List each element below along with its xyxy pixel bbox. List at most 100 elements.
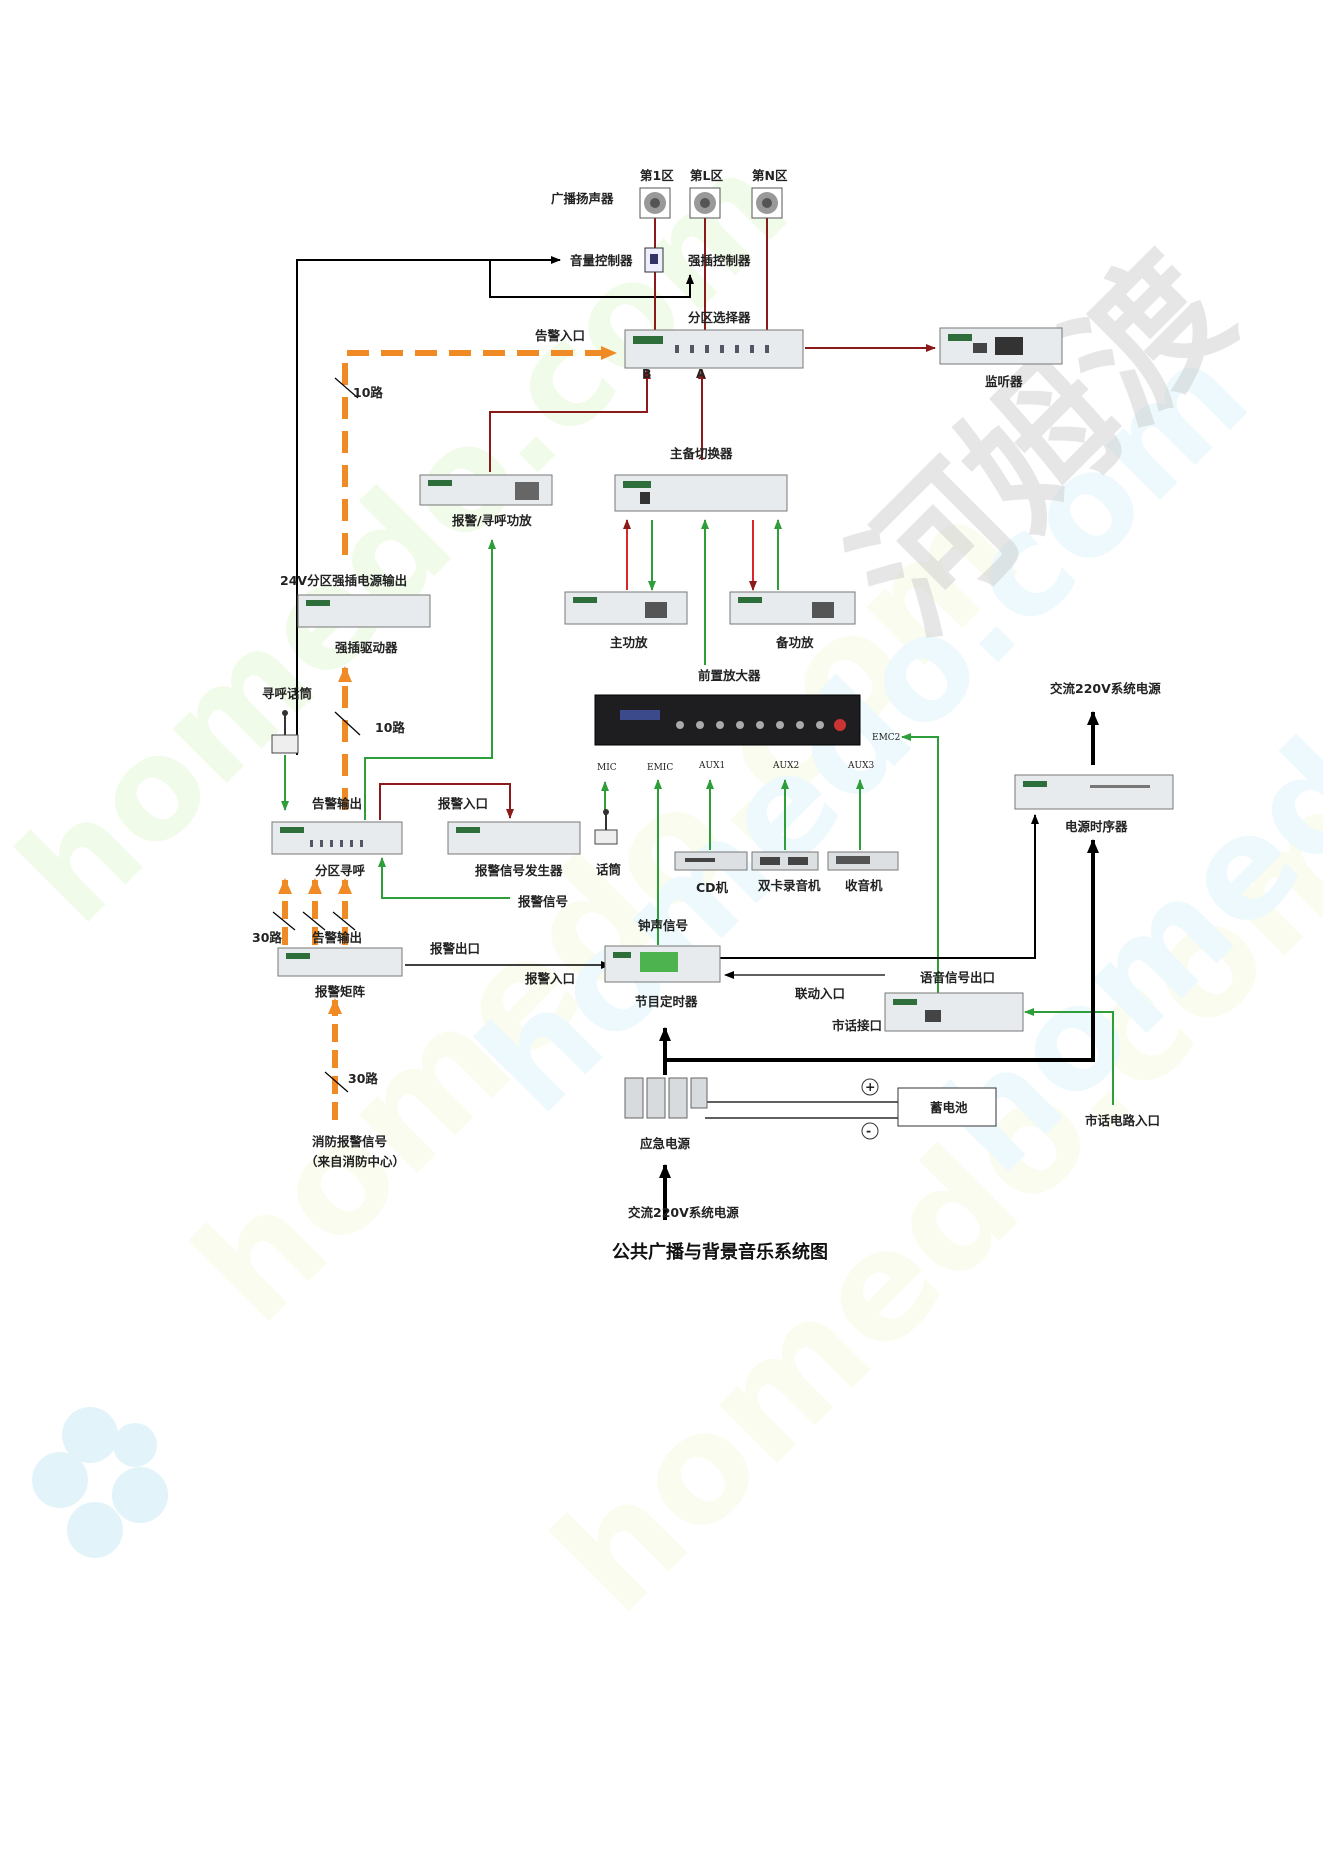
preamp-device	[594, 694, 861, 746]
tick-10-top	[334, 377, 359, 399]
force-driver-label: 强插驱动器	[335, 640, 398, 655]
zone-paging-label: 分区寻呼	[315, 863, 366, 878]
speaker-zone1	[639, 187, 671, 219]
emc2-label: EMC2	[872, 733, 900, 743]
alarm-matrix-label: 报警矩阵	[315, 984, 366, 999]
phone-interface-device	[884, 992, 1024, 1032]
main-amp-label: 主功放	[610, 635, 648, 650]
tick-10-mid	[334, 711, 361, 736]
alarm-entry-label: 报警入口	[525, 971, 575, 986]
route-10-top-label: 10路	[353, 385, 383, 400]
power-sequencer-device	[1014, 774, 1174, 810]
force-driver-device	[297, 594, 431, 628]
line-voice-to-emc2	[901, 733, 939, 1003]
line-timer-to-sequencer	[720, 814, 1039, 959]
zoneN-label: 第N区	[752, 168, 788, 183]
dual-tape-label: 双卡录音机	[757, 878, 821, 893]
mic-label: 话筒	[596, 862, 621, 877]
fire-signal-label-1: 消防报警信号	[312, 1134, 387, 1149]
alarm-paging-amp-device	[419, 474, 553, 506]
main-amp-device	[564, 591, 688, 625]
cd-device	[674, 851, 748, 871]
ac220-top-label: 交流220V系统电源	[1050, 681, 1161, 696]
line-paging-to-amp	[364, 539, 496, 820]
route-30-b-label: 30路	[348, 1071, 378, 1086]
master-switch-label: 主备切换器	[670, 446, 733, 461]
preamp-label: 前置放大器	[698, 668, 761, 683]
bell-signal-label: 钟声信号	[638, 918, 688, 933]
alarm-matrix-device	[277, 947, 403, 977]
paging-mic-device	[271, 710, 299, 754]
port-b-label: B	[642, 366, 652, 381]
phone-interface-label: 市话接口	[832, 1018, 882, 1033]
phone-line-in-label: 市话电路入口	[1085, 1113, 1160, 1128]
volume-control-device	[644, 247, 664, 273]
alarm-output-1-label: 告警输出	[312, 796, 362, 811]
emergency-power-label: 应急电源	[640, 1136, 691, 1151]
mic-device	[594, 809, 618, 845]
plus-terminal	[861, 1078, 879, 1096]
minus-label: -	[866, 1123, 871, 1138]
voice-out-label: 语音信号出口	[920, 970, 995, 985]
volume-ctrl-label: 音量控制器	[570, 253, 633, 268]
port-a-label: A	[696, 366, 706, 381]
connections	[272, 218, 1114, 1220]
backup-amp-label: 备功放	[775, 635, 814, 650]
radio-device	[827, 851, 899, 871]
alarm-input-top-label: 告警入口	[535, 328, 585, 343]
line-phone-line-in	[1024, 1008, 1114, 1105]
alarm-signal-label: 报警信号	[518, 894, 568, 909]
cd-label: CD机	[696, 880, 729, 895]
minus-terminal	[861, 1122, 879, 1140]
alarm-signal-gen-device	[447, 821, 581, 855]
route-30-a-label: 30路	[252, 930, 282, 945]
monitor-device	[939, 327, 1063, 365]
battery-label: 蓄电池	[930, 1100, 968, 1115]
speaker-zoneN	[751, 187, 783, 219]
line-to-volume-ctrl	[296, 256, 561, 755]
devices	[271, 187, 1174, 1140]
emic-port-label: EMIC	[647, 763, 673, 773]
power-24v-label: 24V分区强插电源输出	[280, 573, 407, 588]
labels: 广播扬声器 第1区 第L区 第N区 音量控制器 强插控制器 分区选择器 B A …	[252, 168, 1161, 1263]
mic-port-label: MIC	[597, 763, 617, 773]
alarm-output-2-label: 告警输出	[312, 930, 362, 945]
alarm-input-mid-label: 报警入口	[438, 796, 488, 811]
line-amp-to-b	[489, 369, 651, 472]
flower-logo	[32, 1407, 168, 1558]
line-alarm-to-selector	[342, 346, 617, 555]
aux3-label: AUX3	[847, 761, 874, 771]
power-sequencer-label: 电源时序器	[1065, 819, 1128, 834]
backup-amp-device	[729, 591, 856, 625]
fire-signal-label-2: （来自消防中心）	[305, 1154, 405, 1169]
line-to-force-ctrl	[489, 260, 694, 298]
emergency-power-device	[624, 1077, 708, 1119]
speakers-label: 广播扬声器	[551, 191, 614, 206]
dual-tape-device	[751, 851, 819, 871]
paging-mic-label: 寻呼话筒	[262, 686, 312, 701]
speaker-zoneL	[689, 187, 721, 219]
alarm-paging-amp-label: 报警/寻呼功放	[452, 513, 532, 528]
force-ctrl-label: 强插控制器	[688, 253, 751, 268]
plus-label: +	[865, 1079, 875, 1094]
master-switch-device	[614, 474, 788, 512]
aux2-label: AUX2	[772, 761, 799, 771]
zone-selector-device	[624, 329, 804, 369]
alarm-sig-gen-label: 报警信号发生器	[475, 863, 563, 878]
zoneL-label: 第L区	[690, 168, 723, 183]
battery-device	[897, 1087, 997, 1127]
zone-paging-device	[271, 821, 403, 855]
zone1-label: 第1区	[640, 168, 674, 183]
monitor-label: 监听器	[985, 374, 1023, 389]
route-10-mid-label: 10路	[375, 720, 405, 735]
alarm-exit-label: 报警出口	[430, 941, 480, 956]
zone-selector-label: 分区选择器	[688, 310, 751, 325]
diagram-title: 公共广播与背景音乐系统图	[612, 1241, 828, 1263]
link-input-label: 联动入口	[795, 986, 845, 1001]
radio-label: 收音机	[845, 878, 883, 893]
line-signal-to-paging	[378, 857, 510, 899]
aux1-label: AUX1	[698, 761, 725, 771]
timer-label: 节目定时器	[635, 994, 698, 1009]
line-paging-to-gen	[379, 783, 514, 820]
